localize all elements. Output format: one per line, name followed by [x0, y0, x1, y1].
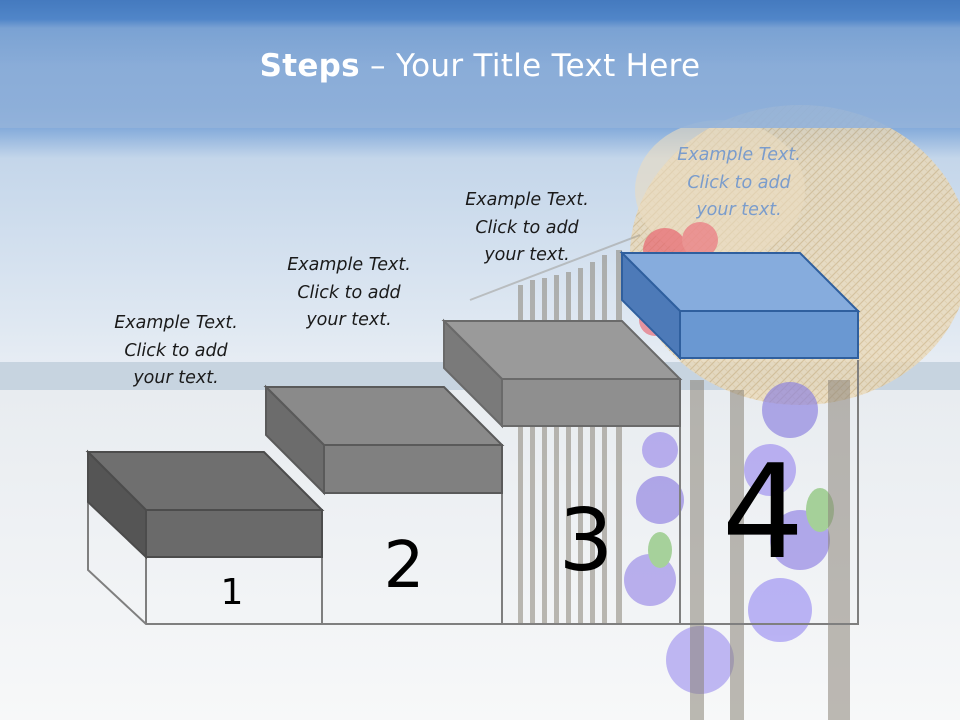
slide-title[interactable]: Steps – Your Title Text Here [0, 48, 960, 84]
step-number-4: 4 [722, 436, 805, 588]
caption-line: your text. [133, 368, 219, 388]
step-4-caption[interactable]: Example Text. Click to add your text. [656, 142, 822, 225]
step-number-2: 2 [384, 529, 425, 603]
step-number-1: 1 [221, 572, 244, 613]
step-block-2[interactable] [263, 384, 505, 496]
step-1-caption[interactable]: Example Text. Click to add your text. [93, 310, 259, 393]
step-block-4[interactable] [619, 250, 861, 361]
title-rest: – Your Title Text Here [359, 48, 701, 84]
caption-line: Click to add [475, 217, 579, 238]
step-block-1[interactable] [85, 449, 325, 560]
caption-line: Click to add [687, 172, 791, 193]
caption-line: Click to add [124, 340, 228, 361]
caption-line: your text. [696, 200, 782, 220]
caption-line: Click to add [297, 282, 401, 303]
caption-line: Example Text. [287, 255, 411, 275]
step-number-3: 3 [559, 491, 614, 591]
title-bold: Steps [259, 48, 360, 84]
caption-line: your text. [306, 310, 392, 330]
caption-line: Example Text. [465, 190, 589, 210]
caption-line: Example Text. [114, 313, 238, 333]
step-2-caption[interactable]: Example Text. Click to add your text. [266, 252, 432, 335]
caption-line: your text. [484, 245, 570, 265]
caption-line: Example Text. [677, 145, 801, 165]
step-block-3[interactable] [441, 318, 683, 429]
steps-frame [87, 360, 859, 625]
step-3-caption[interactable]: Example Text. Click to add your text. [444, 187, 610, 270]
